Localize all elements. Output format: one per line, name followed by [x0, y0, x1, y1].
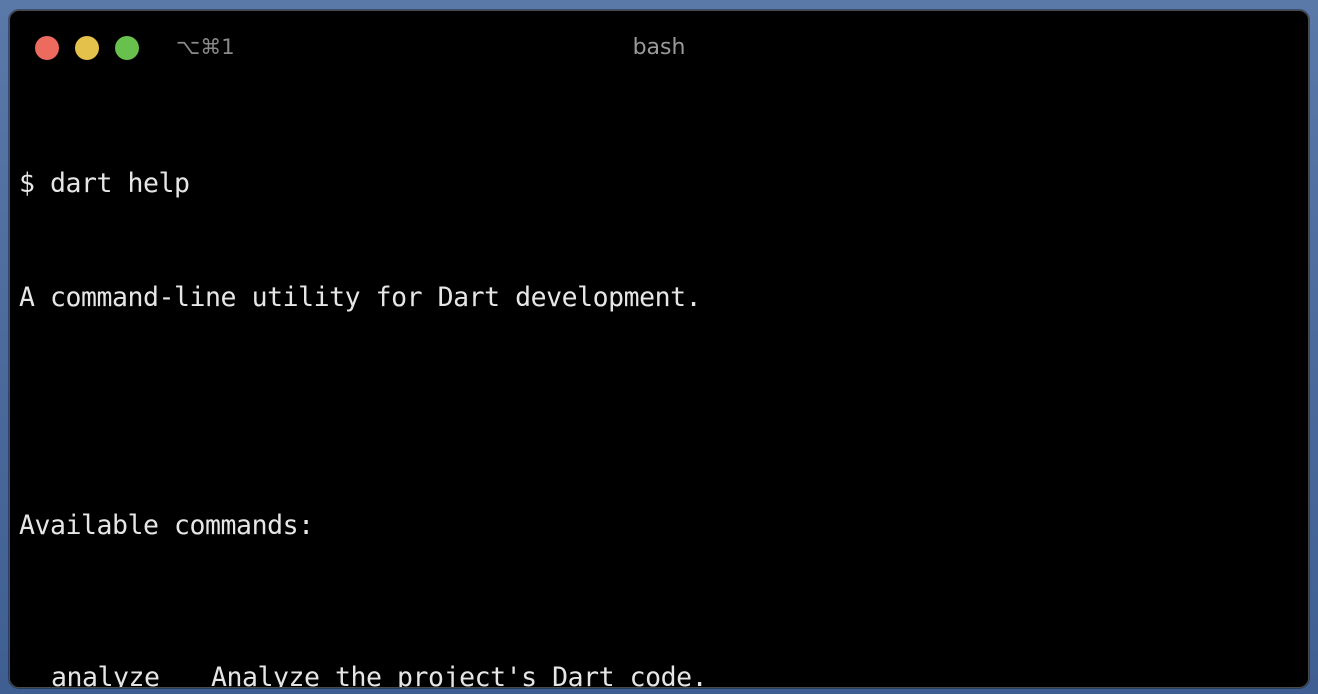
title-bar[interactable]: ⌥⌘1 bash: [10, 11, 1308, 83]
terminal-window: ⌥⌘1 bash $ dart help A command-line util…: [9, 10, 1309, 688]
tab-shortcut-label: ⌥⌘1: [176, 35, 235, 59]
command-name: analyze: [51, 662, 160, 688]
window-title: bash: [632, 35, 686, 60]
blank-line: [19, 393, 1298, 431]
zoom-button[interactable]: [115, 36, 139, 60]
commands-header: Available commands:: [19, 510, 314, 541]
close-button[interactable]: [35, 36, 59, 60]
terminal-output[interactable]: $ dart help A command-line utility for D…: [19, 89, 1298, 688]
command-row: analyze Analyze the project's Dart code.: [19, 659, 1298, 688]
minimize-button[interactable]: [75, 36, 99, 60]
description-line: A command-line utility for Dart developm…: [19, 282, 702, 313]
command-description: Analyze the project's Dart code.: [211, 662, 708, 688]
prompt-line: $ dart help: [19, 168, 190, 199]
